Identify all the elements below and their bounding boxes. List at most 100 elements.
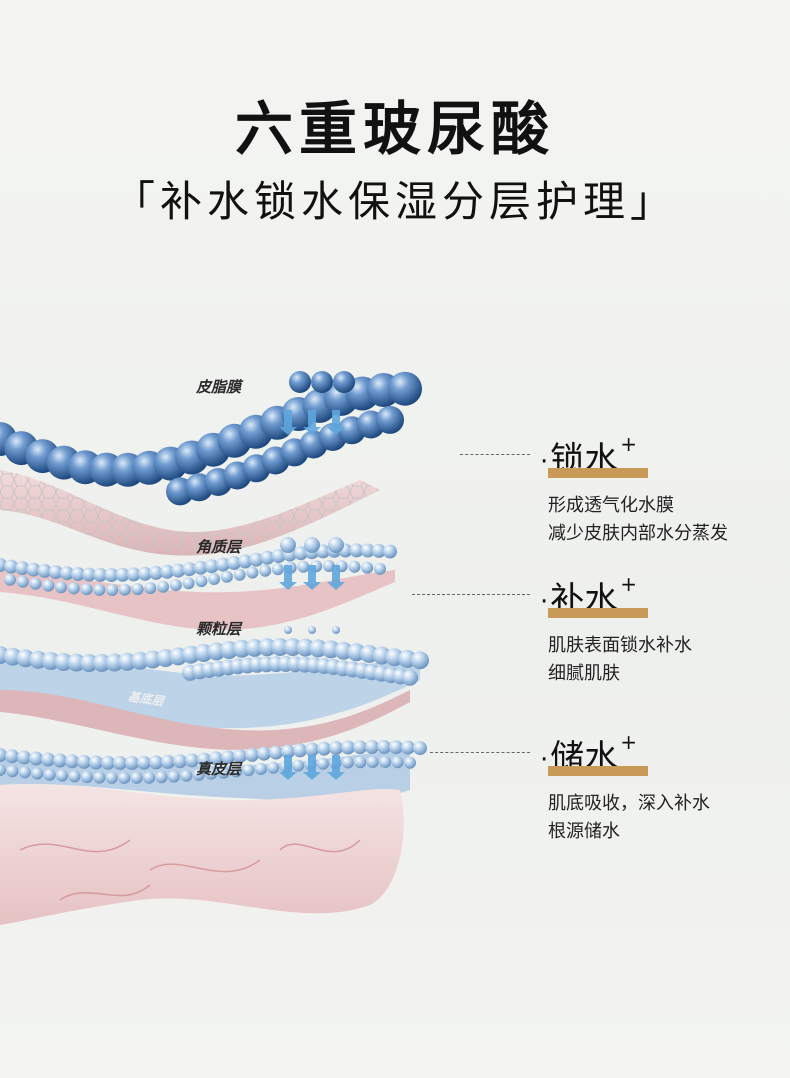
water-bead	[55, 581, 67, 594]
water-bead	[41, 752, 55, 767]
bullet-dot: ·	[540, 446, 549, 477]
water-bead	[401, 740, 415, 755]
water-bead	[169, 579, 182, 592]
water-bead	[101, 755, 115, 770]
down-arrow-icon	[279, 565, 297, 590]
water-bead	[0, 764, 6, 776]
accent-bar	[548, 766, 648, 776]
callout-desc-line: 肌肤表面锁水补水	[548, 635, 692, 656]
water-bead	[402, 669, 418, 686]
water-bead	[293, 743, 307, 758]
water-bead	[6, 765, 19, 778]
down-arrow-icon	[327, 565, 345, 590]
sebum-layer	[0, 371, 422, 556]
water-bead	[149, 755, 163, 770]
page-subtitle: 「补水锁水保湿分层护理」	[112, 177, 677, 226]
water-bead	[137, 755, 151, 770]
water-bead	[204, 559, 219, 574]
accent-bar	[548, 608, 648, 618]
water-bead	[29, 751, 43, 766]
water-bead	[161, 754, 175, 769]
water-bead	[267, 761, 280, 774]
water-bead	[221, 750, 235, 765]
callout-desc-line: 肌底吸收，深入补水	[548, 793, 710, 814]
water-bead	[233, 749, 247, 764]
water-bead	[317, 741, 331, 756]
water-bead	[208, 573, 221, 585]
granular-layer	[0, 638, 429, 750]
water-bead	[271, 563, 284, 576]
water-bead	[376, 405, 404, 434]
water-bead	[173, 754, 187, 769]
water-bead	[29, 577, 42, 590]
water-bead	[113, 756, 127, 770]
water-bead	[246, 566, 259, 579]
callout-desc-line: 根源储水	[548, 821, 620, 842]
callout-desc-line: 减少皮肤内部水分蒸发	[548, 523, 728, 544]
water-bead	[77, 754, 91, 769]
bullet-dot: ·	[540, 744, 549, 775]
down-arrow-icon	[327, 755, 345, 780]
plus-icon: +	[620, 730, 638, 754]
water-bead	[220, 570, 233, 583]
water-bead	[391, 756, 404, 769]
label-stratum-corneum: 角质层	[196, 538, 242, 556]
water-bead	[349, 543, 364, 558]
water-bead	[271, 638, 289, 656]
water-bead	[259, 564, 272, 577]
water-bead	[374, 562, 386, 575]
water-bead	[160, 564, 175, 579]
water-bead	[26, 562, 41, 577]
water-bead	[167, 770, 180, 783]
water-bead	[106, 584, 119, 596]
water-bead	[48, 565, 63, 580]
water-bead	[245, 638, 264, 657]
water-bead	[53, 753, 67, 768]
water-bead	[260, 550, 275, 565]
water-bead	[305, 742, 319, 757]
water-bead	[293, 546, 308, 561]
water-bead	[297, 560, 310, 573]
water-bead	[404, 756, 416, 769]
water-bead	[4, 559, 19, 574]
water-bead	[388, 371, 422, 406]
callout-desc-line: 形成透气化水膜	[548, 495, 674, 516]
label-sebum: 皮脂膜	[196, 378, 242, 396]
water-bead	[258, 638, 277, 657]
callout-desc-line: 细腻肌肤	[548, 663, 620, 684]
down-arrow-icon	[279, 755, 297, 780]
plus-icon: +	[620, 432, 638, 456]
water-bead	[353, 740, 367, 755]
water-bead	[292, 759, 305, 772]
water-bead	[361, 561, 374, 574]
water-bead	[93, 771, 106, 784]
water-bead	[54, 653, 73, 671]
water-bead	[354, 756, 367, 769]
water-bead	[348, 560, 361, 573]
water-bead	[411, 651, 429, 670]
water-bead	[257, 746, 271, 761]
callout-line	[460, 454, 530, 455]
water-bead	[360, 543, 375, 558]
water-bead	[37, 563, 52, 578]
water-bead	[118, 772, 131, 784]
water-bead	[249, 552, 264, 567]
water-bead	[137, 566, 152, 581]
water-bead	[115, 567, 130, 582]
water-bead	[80, 583, 93, 596]
water-bead	[18, 766, 31, 779]
accent-bar	[548, 468, 648, 478]
skin-layers-illustration	[0, 371, 429, 925]
water-bead	[195, 575, 208, 588]
water-bead	[182, 577, 195, 590]
water-bead	[15, 561, 30, 576]
water-bead	[92, 653, 111, 672]
water-bead	[215, 557, 230, 572]
water-bead	[80, 654, 99, 672]
water-bead	[341, 756, 354, 769]
water-bead	[377, 740, 391, 754]
down-arrow-icon	[303, 755, 321, 780]
water-bead	[81, 771, 93, 784]
water-bead	[155, 771, 168, 784]
down-arrow-icon	[279, 410, 297, 435]
